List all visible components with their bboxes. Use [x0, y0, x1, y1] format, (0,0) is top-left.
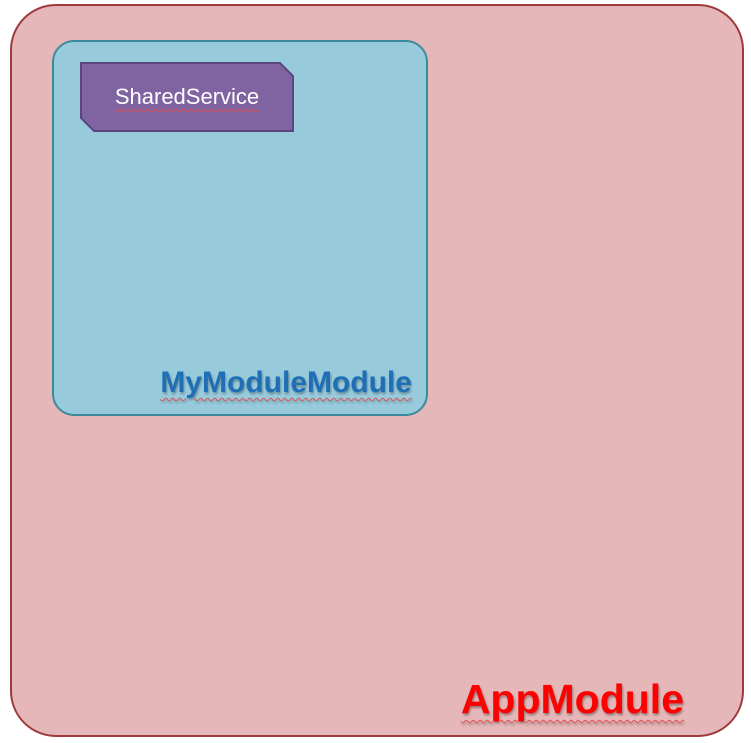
shared-service-shape [80, 62, 294, 132]
my-module-container: SharedService MyModuleModule [52, 40, 428, 416]
shared-service-node: SharedService [80, 62, 294, 132]
my-module-label: MyModuleModule [160, 366, 412, 399]
app-module-container: SharedService MyModuleModule AppModule [10, 4, 744, 737]
shared-service-label: SharedService [114, 84, 260, 109]
app-module-label: AppModule [460, 676, 684, 722]
